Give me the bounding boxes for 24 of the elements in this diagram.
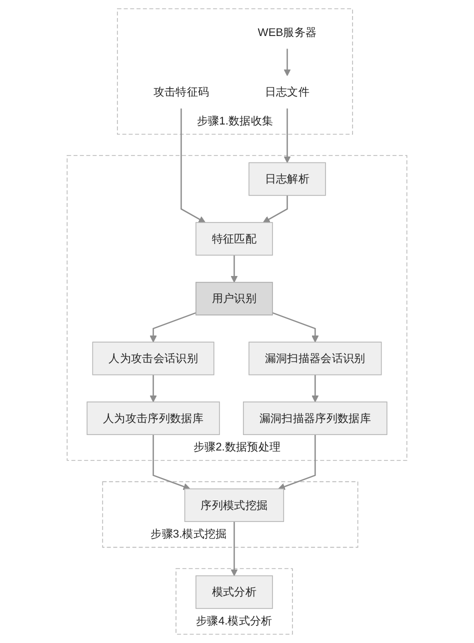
node-text: 攻击特征码: [153, 85, 210, 98]
node-box: 人为攻击会话识别: [92, 342, 214, 376]
node-box: 序列模式挖掘: [184, 488, 284, 522]
arrow: [284, 48, 291, 76]
node-text: 日志文件: [264, 85, 310, 98]
node-box: 漏洞扫描器会话识别: [248, 342, 382, 376]
arrow: [230, 522, 238, 576]
node-box: 用户识别: [196, 282, 273, 316]
node-box: 模式分析: [196, 575, 273, 609]
node-box: 日志解析: [248, 162, 326, 196]
arrow: [180, 108, 206, 223]
node-box: 人为攻击序列数据库: [86, 402, 220, 436]
arrow: [230, 255, 238, 283]
arrow: [284, 108, 291, 163]
arrow: [150, 374, 157, 402]
arrow: [312, 374, 319, 402]
arrow: [152, 434, 190, 490]
arrow: [278, 434, 316, 490]
node-box: 特征匹配: [196, 222, 273, 256]
node-box: 漏洞扫描器序列数据库: [242, 402, 388, 436]
arrow: [262, 195, 288, 223]
arrow: [272, 312, 319, 342]
node-text: WEB服务器: [258, 26, 317, 38]
arrow: [150, 312, 196, 342]
